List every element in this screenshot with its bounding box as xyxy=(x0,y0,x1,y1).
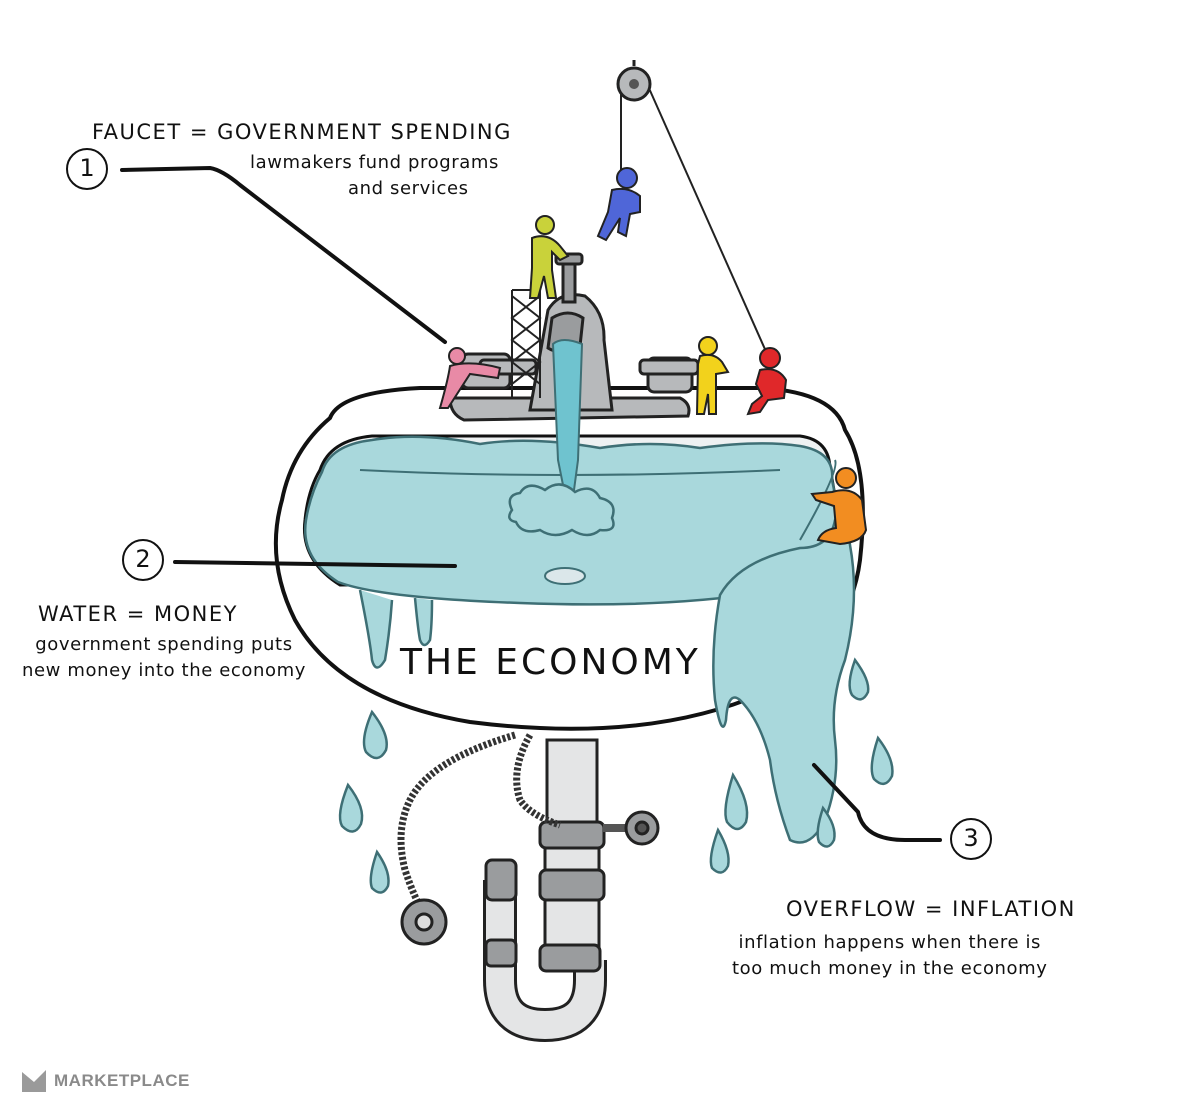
scaffold xyxy=(510,289,542,398)
sink-label: THE ECONOMY xyxy=(400,642,701,683)
faucet-title: FAUCET = GOVERNMENT SPENDING xyxy=(92,120,512,144)
brand-name: MARKETPLACE xyxy=(54,1071,190,1090)
faucet-line-2: and services xyxy=(348,178,469,199)
drain-pipes xyxy=(483,738,660,1043)
brand-logo: MARKETPLACE xyxy=(22,1066,190,1096)
figure-yellow xyxy=(695,336,730,415)
marketplace-logo-mark xyxy=(22,1070,46,1092)
sink-basin xyxy=(273,386,865,844)
figure-pink xyxy=(438,347,502,409)
label-number-1: 1 xyxy=(66,148,108,190)
splash xyxy=(508,483,615,537)
label-number-3: 3 xyxy=(950,818,992,860)
figure-red xyxy=(746,347,788,416)
shutoff-valve xyxy=(400,898,448,946)
figure-orange xyxy=(810,467,868,546)
label-number-2: 2 xyxy=(122,539,164,581)
pulley xyxy=(616,60,769,357)
water-drops xyxy=(338,657,894,894)
leader-lines xyxy=(120,165,942,842)
water-line-1: government spending puts xyxy=(35,634,293,655)
overflow-line-1: inflation happens when there is xyxy=(738,932,1042,953)
figure-blue xyxy=(596,167,641,242)
supply-hoses xyxy=(397,731,562,917)
overflow-title: OVERFLOW = INFLATION xyxy=(786,897,1076,921)
water-description: government spending puts new money into … xyxy=(22,632,306,684)
water-title: WATER = MONEY xyxy=(38,602,238,626)
water-line-2: new money into the economy xyxy=(22,660,306,681)
overflow-line-2: too much money in the economy xyxy=(732,958,1048,979)
overflow-description: inflation happens when there is too much… xyxy=(732,930,1048,982)
faucet-line-1: lawmakers fund programs xyxy=(250,152,499,173)
figure-lime xyxy=(528,215,570,299)
faucet-description: lawmakers fund programs and services xyxy=(250,150,499,202)
